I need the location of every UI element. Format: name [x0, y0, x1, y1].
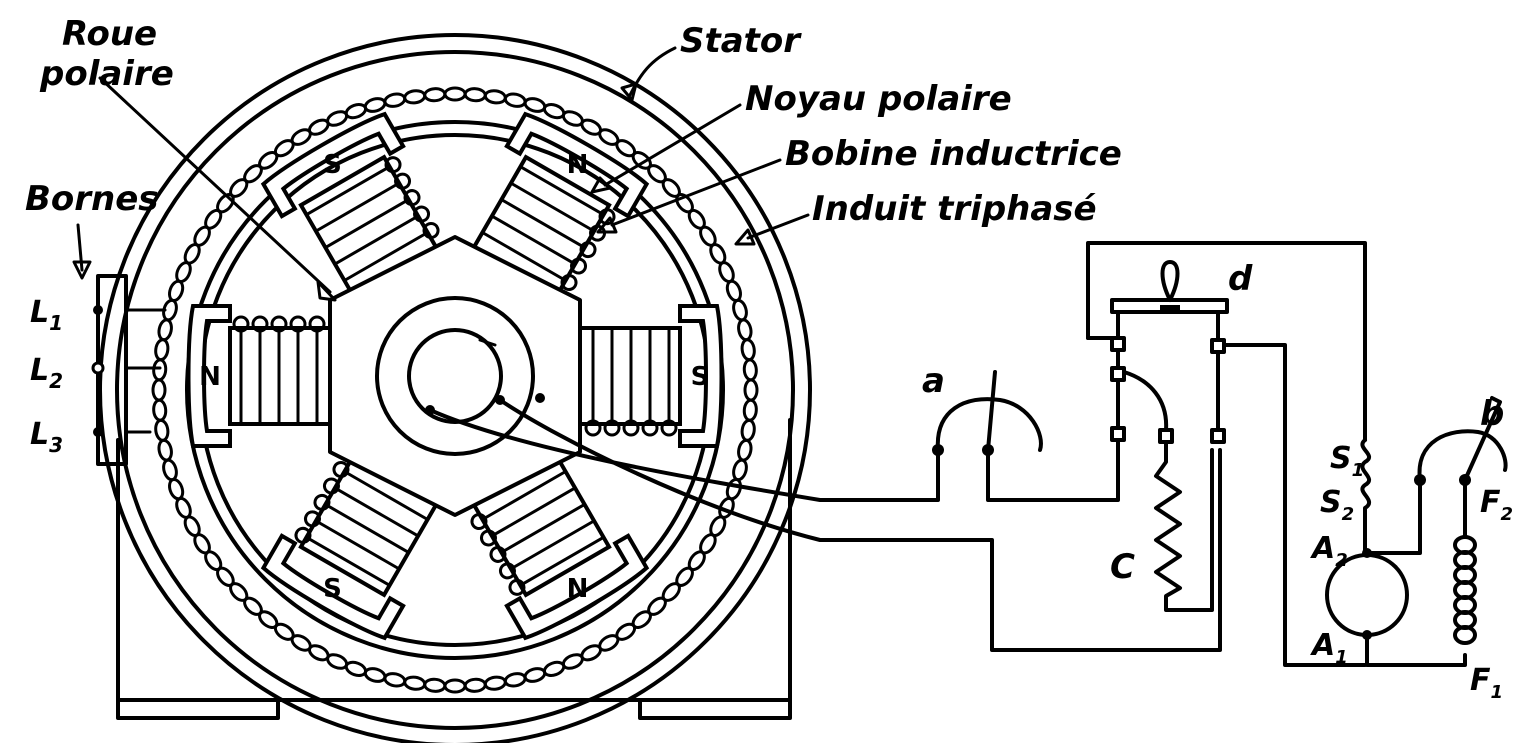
pole-label-top-right: N: [567, 150, 589, 180]
label-l1: L1: [30, 295, 63, 335]
label-leaders: [72, 46, 810, 302]
winding-loop: [463, 677, 487, 693]
label-l3: L3: [30, 417, 63, 457]
label-s2: S2: [1320, 485, 1354, 525]
label-bornes: Bornes: [25, 179, 159, 219]
winding-loop: [423, 87, 447, 103]
terminal-box: [91, 274, 167, 466]
rotor-leads: [428, 398, 1222, 652]
label-b: b: [1480, 394, 1504, 434]
label-roue: Roue: [62, 14, 157, 54]
winding-loop: [743, 378, 759, 402]
rotor-pole: [573, 304, 724, 448]
winding-loop: [542, 660, 566, 677]
label-s1: S1: [1330, 441, 1364, 481]
terminal-l1: [93, 305, 103, 315]
winding-loop: [154, 338, 170, 362]
label-f2: F2: [1480, 485, 1513, 525]
label-l2: L2: [30, 353, 63, 393]
label-noyau-polaire: Noyau polaire: [745, 79, 1012, 119]
winding-loop: [344, 103, 368, 120]
winding-loop: [483, 675, 507, 691]
winding-loop: [383, 672, 407, 688]
winding-loop: [503, 672, 527, 688]
winding-loop: [151, 378, 167, 402]
winding-loop: [443, 86, 467, 102]
winding-loop: [157, 318, 173, 342]
label-a: a: [922, 361, 945, 401]
label-a2: A2: [1310, 531, 1348, 571]
three-phase-winding: [151, 86, 759, 694]
winding-loop: [503, 92, 527, 108]
switch-a: [932, 370, 1120, 502]
rotor-poles: N S S N S N: [186, 111, 724, 641]
winding-loop: [443, 678, 467, 694]
winding-loop: [740, 338, 756, 362]
winding-loop: [423, 677, 447, 693]
winding-loop: [737, 318, 753, 342]
winding-loop: [523, 97, 547, 113]
winding-loop: [725, 279, 742, 303]
label-bobine-inductrice: Bobine inductrice: [785, 134, 1122, 174]
winding-loop: [403, 675, 427, 691]
winding-loop: [168, 477, 185, 501]
label-c: C: [1110, 547, 1135, 587]
winding-loop: [463, 87, 487, 103]
pole-label-bottom-right: N: [567, 574, 589, 604]
regulator: [1086, 241, 1367, 667]
winding-loop: [154, 418, 170, 442]
winding-loop: [742, 358, 758, 382]
terminal-l3: [93, 427, 103, 437]
pole-label-top-left: S: [323, 150, 342, 180]
winding-loop: [152, 398, 168, 422]
labels: Roue polaire Stator Noyau polaire Bobine…: [25, 14, 1513, 703]
winding-loop: [523, 667, 547, 683]
label-a1: A1: [1310, 628, 1348, 668]
winding-loop: [157, 438, 173, 462]
winding-loop: [403, 89, 427, 105]
pole-label-right: S: [691, 362, 710, 392]
winding-loop: [737, 438, 753, 462]
winding-loop: [152, 358, 168, 382]
label-stator: Stator: [680, 21, 802, 61]
label-f1: F1: [1470, 663, 1503, 703]
winding-loop: [732, 298, 748, 322]
winding-loop: [483, 89, 507, 105]
winding-loop: [383, 92, 407, 108]
machine-frame: [116, 418, 792, 720]
exciter: [1325, 396, 1508, 667]
label-polaire: polaire: [39, 54, 174, 94]
label-induit-triphase: Induit triphasé: [812, 189, 1097, 229]
winding-loop: [742, 398, 758, 422]
terminal-l2: [91, 361, 105, 375]
winding-loop: [363, 667, 387, 683]
field-coil-turn: [1453, 625, 1477, 645]
rotor-pole: [186, 304, 337, 448]
winding-loop: [740, 418, 756, 442]
pole-label-left: N: [199, 362, 221, 392]
winding-loop: [162, 458, 178, 482]
winding-loop: [732, 458, 748, 482]
winding-loop: [363, 97, 387, 113]
pole-label-bottom-left: S: [323, 574, 342, 604]
label-d: d: [1228, 259, 1253, 299]
